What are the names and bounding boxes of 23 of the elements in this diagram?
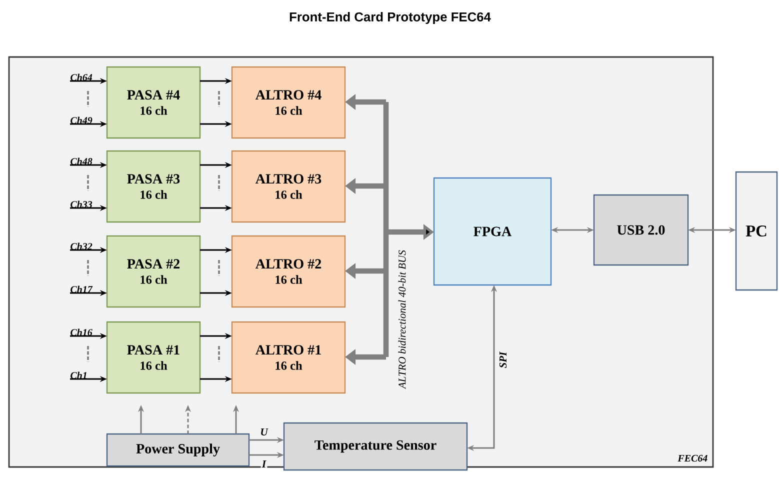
module-box: PASA #4 16 ch: [106, 66, 201, 139]
module-box: ALTRO #2 16 ch: [231, 235, 346, 308]
channel-label: Ch16: [70, 328, 92, 336]
channel-label: Ch48: [70, 158, 92, 165]
module-box: FPGA: [433, 177, 552, 286]
module-box: PASA #1 16 ch: [106, 321, 201, 394]
channel-label: Ch1: [70, 372, 86, 379]
channel-label: Ch32: [70, 242, 92, 250]
module-box: USB 2.0: [593, 194, 689, 266]
module-box: ALTRO #4 16 ch: [231, 66, 346, 139]
module-box: ALTRO #3 16 ch: [231, 150, 346, 223]
bus-label: ALTRO bidirectional 40-bit BUS: [398, 250, 406, 390]
computer-box: PC: [735, 171, 778, 291]
channel-label: Ch49: [70, 116, 92, 124]
module-box: PASA #2 16 ch: [106, 235, 201, 308]
module-box: PASA #3 16 ch: [106, 150, 201, 223]
module-box: Power Supply: [106, 433, 250, 467]
module-box: Temperature Sensor: [283, 422, 468, 471]
channel-label: Ch64: [70, 74, 92, 81]
title: Front-End Card Prototype FEC64: [290, 12, 491, 24]
module-box: ALTRO #1 16 ch: [231, 321, 346, 394]
channel-label: Ch17: [70, 286, 93, 293]
channel-label: Ch33: [70, 200, 92, 208]
